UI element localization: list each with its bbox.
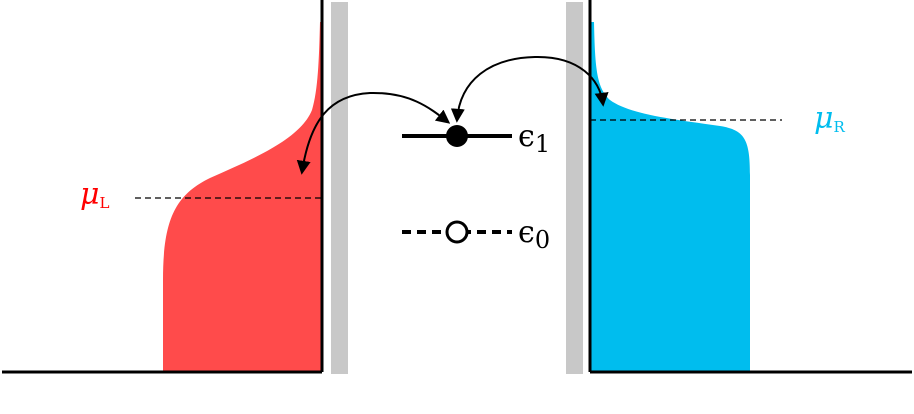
mu-left-label: μL bbox=[80, 177, 110, 212]
left-tunneling-arrow bbox=[296, 91, 451, 175]
right-lead-distribution bbox=[590, 22, 750, 372]
right-barrier bbox=[566, 2, 583, 374]
eps1-filled-marker bbox=[446, 125, 468, 147]
mu-right-label: μR bbox=[814, 101, 846, 136]
eps0-open-marker bbox=[445, 220, 469, 244]
right-tunneling-arrow bbox=[450, 55, 609, 123]
eps1-label: ϵ1 bbox=[518, 119, 550, 158]
left-lead-distribution bbox=[163, 22, 322, 372]
left-barrier bbox=[331, 2, 348, 374]
eps0-label: ϵ0 bbox=[518, 215, 550, 254]
